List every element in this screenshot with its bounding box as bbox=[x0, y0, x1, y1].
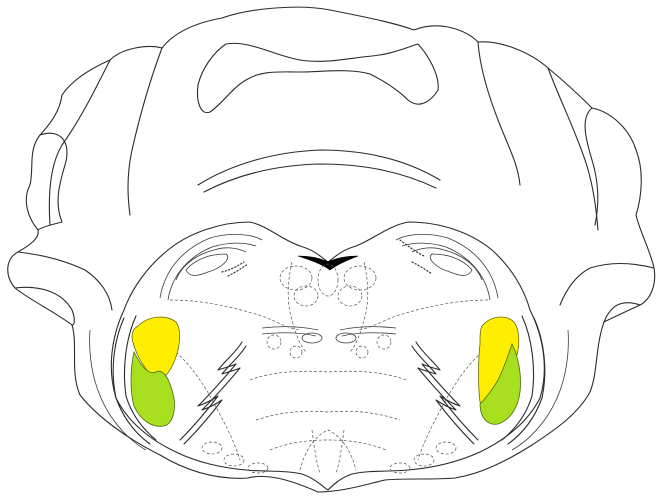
brain-section-diagram bbox=[0, 0, 658, 496]
